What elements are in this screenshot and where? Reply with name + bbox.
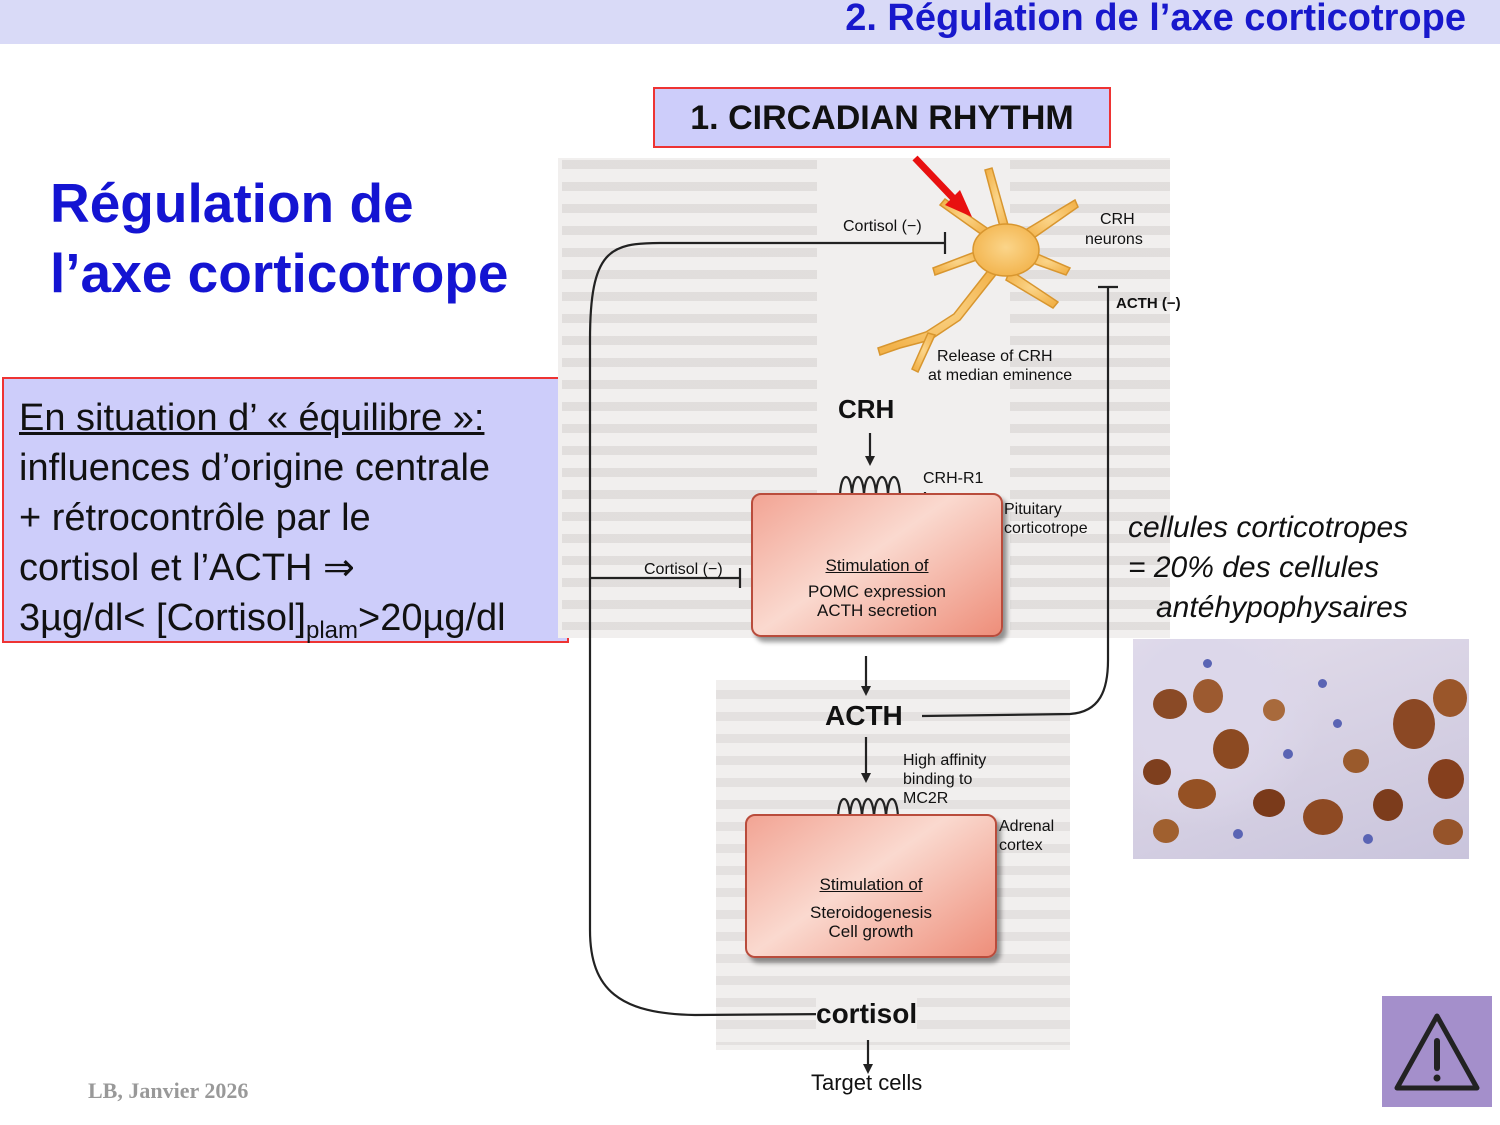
- cortisol-neg-mid-label: Cortisol (−): [644, 561, 723, 578]
- equilibrium-line4: cortisol et l’ACTH ⇒: [19, 547, 355, 589]
- pituitary-stimulation-label: Stimulation of: [825, 556, 929, 575]
- corticotrope-note: cellules corticotropes = 20% des cellule…: [1128, 508, 1408, 628]
- corticotrope-note-line2: = 20% des cellules: [1128, 551, 1379, 584]
- pomc-expression-label: POMC expression: [808, 582, 946, 601]
- cell-growth-label: Cell growth: [828, 922, 914, 941]
- high-affinity-label-3: MC2R: [903, 790, 949, 807]
- crh-neuron-icon: [877, 167, 1079, 374]
- equilibrium-line3: + rétrocontrôle par le: [19, 497, 371, 539]
- warning-triangle-icon[interactable]: [1382, 996, 1492, 1107]
- corticotrope-note-line1: cellules corticotropes: [1128, 511, 1409, 544]
- adrenal-label-1: Adrenal: [999, 818, 1055, 835]
- scan-text-right: [1010, 160, 1170, 630]
- adrenal-label-2: cortex: [999, 837, 1043, 854]
- release-crh-label-1: Release of CRH: [937, 348, 1053, 365]
- acth-secretion-label: ACTH secretion: [817, 601, 937, 620]
- cortisol-range-b: >20µg/dl: [358, 597, 506, 639]
- steroidogenesis-label: Steroidogenesis: [810, 903, 932, 922]
- main-title-line2: l’axe corticotrope: [50, 242, 509, 304]
- acth-label: ACTH: [825, 700, 903, 731]
- equilibrium-line5: 3µg/dl< [Cortisol]plam>20µg/dl: [19, 593, 567, 643]
- circadian-rhythm-box: 1. CIRCADIAN RHYTHM: [653, 87, 1111, 148]
- cortisol-label: cortisol: [816, 998, 918, 1030]
- pituitary-label-1: Pituitary: [1004, 501, 1062, 518]
- cortisol-range-sub: plam: [305, 617, 358, 644]
- crh-neurons-label-2: neurons: [1085, 231, 1143, 248]
- header-title: 2. Régulation de l’axe corticotrope: [845, 0, 1466, 39]
- high-affinity-label-2: binding to: [903, 771, 973, 788]
- footer-author-date: LB, Janvier 2026: [88, 1078, 249, 1103]
- adrenal-stimulation-label: Stimulation of: [819, 875, 923, 894]
- red-arrow-icon: [912, 155, 972, 217]
- equilibrium-line2: influences d’origine centrale: [19, 447, 491, 489]
- main-title: Régulation de l’axe corticotrope: [50, 168, 508, 308]
- cortisol-range-a: 3µg/dl< [Cortisol]: [19, 597, 306, 639]
- cortisol-neg-top-label: Cortisol (−): [843, 218, 922, 235]
- equilibrium-heading: En situation d’ « équilibre »:: [19, 397, 485, 439]
- header-bar: 2. Régulation de l’axe corticotrope: [0, 0, 1500, 44]
- main-title-line1: Régulation de: [50, 172, 414, 234]
- pituitary-cell: Stimulation of POMC expression ACTH secr…: [751, 493, 1003, 637]
- micrograph-image: [1133, 639, 1469, 859]
- crh-r1-label: CRH-R1: [923, 470, 984, 487]
- release-crh-label-2: at median eminence: [928, 367, 1073, 384]
- corticotrope-note-line3: antéhypophysaires: [1156, 591, 1408, 624]
- crh-neurons-label-1: CRH: [1100, 211, 1135, 228]
- pituitary-label-2: corticotrope: [1004, 520, 1088, 537]
- equilibrium-box: En situation d’ « équilibre »: influence…: [2, 377, 569, 643]
- adrenal-cell: Stimulation of Steroidogenesis Cell grow…: [745, 814, 997, 958]
- acth-neg-label: ACTH (−): [1116, 295, 1181, 312]
- crh-label: CRH: [838, 394, 895, 424]
- high-affinity-label-1: High affinity: [903, 752, 987, 769]
- target-cells-label: Target cells: [811, 1070, 923, 1095]
